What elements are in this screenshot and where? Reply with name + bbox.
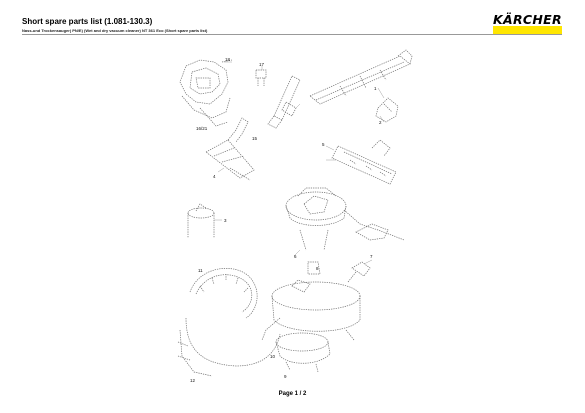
callout-2: 2 (379, 120, 382, 125)
part-6-drawing (285, 187, 405, 251)
callout-18: 18 (225, 57, 231, 62)
karcher-logo: KÄRCHER (493, 12, 562, 34)
part-4-drawing (331, 139, 397, 185)
callout-6: 6 (294, 254, 297, 259)
header-divider (22, 34, 562, 35)
callout-3: 3 (224, 218, 227, 223)
part-15-drawing (205, 117, 255, 181)
brand-wordmark: KÄRCHER (493, 12, 562, 27)
part-12-drawing (177, 317, 281, 377)
part-3-drawing (187, 203, 215, 238)
part-1-drawing (309, 49, 413, 105)
part-18-drawing (179, 59, 233, 127)
callout-15: 15 (252, 136, 258, 141)
callout-9: 9 (284, 374, 287, 379)
page-number: Page 1 / 2 (278, 391, 307, 397)
brand-color-bar (493, 26, 562, 34)
callout-17: 17 (259, 62, 265, 67)
part-5-drawing (267, 75, 301, 129)
callout-1: 1 (374, 86, 377, 91)
callout-4-left: 4 (213, 174, 216, 179)
part-10-drawing (261, 279, 361, 373)
callout-12: 12 (190, 378, 196, 383)
part-17-drawing (255, 69, 267, 86)
callout-10: 10 (270, 354, 276, 359)
part-11-drawing (189, 268, 258, 319)
part-2-drawing (375, 97, 399, 123)
callout-5: 5 (322, 142, 325, 147)
page-title: Short spare parts list (1.081-130.3) (22, 17, 153, 26)
callout-8: 8 (316, 266, 319, 271)
part-8-drawing (307, 261, 371, 283)
page-subtitle: Nass-und Trockensauger( PN/E) (Wet and d… (22, 28, 208, 33)
callout-16-21: 16/21 (196, 126, 208, 131)
callout-7: 7 (370, 254, 373, 259)
callout-11: 11 (198, 268, 203, 273)
